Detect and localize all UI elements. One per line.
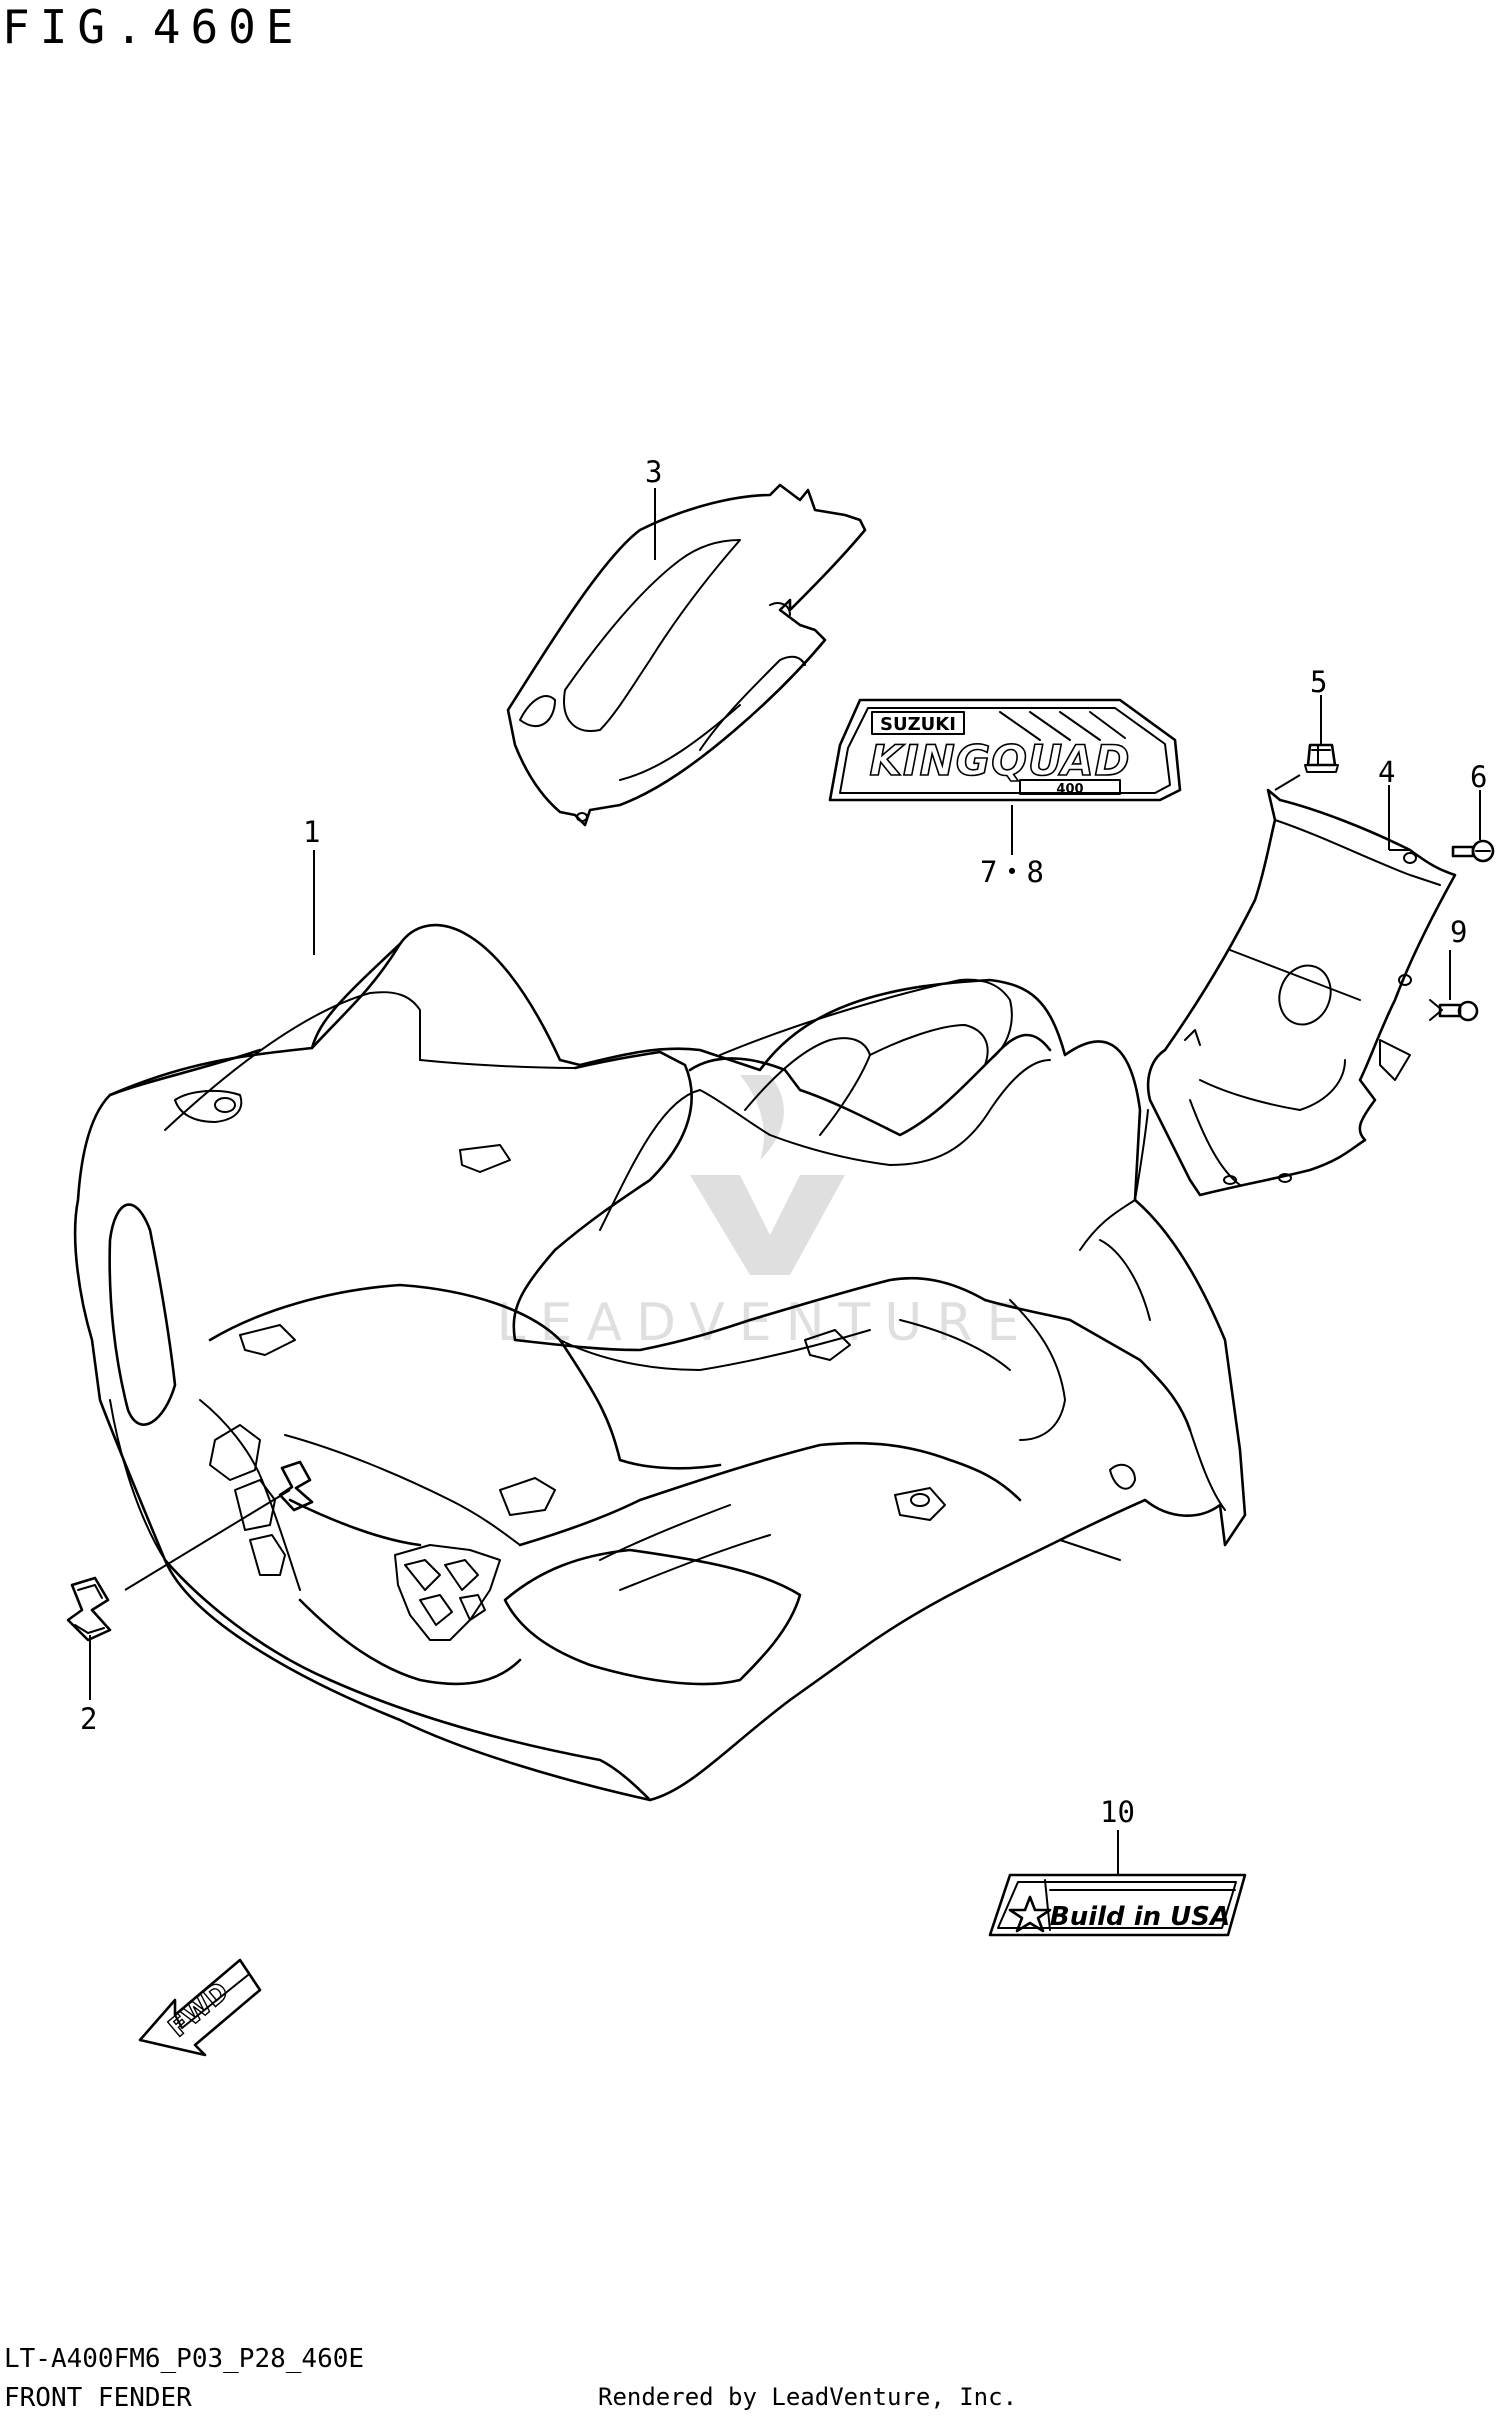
fwd-arrow-icon: FWD (138, 1958, 262, 2057)
part-3-side-cover[interactable] (506, 483, 867, 827)
part-9-bolt[interactable] (1429, 999, 1479, 1022)
part-2-emblem[interactable] (66, 1460, 314, 1642)
part-5-clip-nut[interactable] (1304, 743, 1339, 773)
callout-5: 5 (1310, 665, 1328, 699)
figure-title: FIG.460E (2, 0, 304, 54)
decal-usa-text: Build in USA (1050, 1902, 1230, 1932)
part-78-kingquad-decal[interactable]: SUZUKI KINGQUAD 400 (828, 698, 1182, 802)
part-6-screw[interactable] (1451, 839, 1495, 863)
decal-brand: SUZUKI (880, 714, 956, 735)
part-10-usa-decal[interactable]: Build in USA (988, 1873, 1247, 1937)
section-name: FRONT FENDER (4, 2383, 192, 2413)
leader-lines (89, 488, 1481, 1875)
callout-10: 10 (1100, 1795, 1135, 1829)
callout-7-8: 7・8 (980, 855, 1044, 889)
callout-1: 1 (303, 815, 321, 849)
callout-9: 9 (1450, 915, 1468, 949)
part-1-front-fender[interactable] (73, 923, 1247, 1802)
suzuki-badge-box (871, 711, 965, 735)
callout-2: 2 (80, 1702, 98, 1736)
callout-3: 3 (645, 455, 663, 489)
star-icon (1008, 1895, 1052, 1933)
callout-4: 4 (1378, 755, 1396, 789)
decal-sub: 400 (1056, 782, 1083, 797)
part-4-inner-cover[interactable] (1146, 788, 1457, 1197)
watermark-text: LEADVENTURE (497, 1293, 1034, 1353)
model-code: LT-A400FM6_P03_P28_460E (4, 2344, 365, 2374)
watermark: LEADVENTURE (497, 1075, 1034, 1353)
decal-model: KINGQUAD (869, 736, 1130, 785)
callout-6: 6 (1470, 760, 1488, 794)
render-credit: Rendered by LeadVenture, Inc. (598, 2383, 1018, 2411)
